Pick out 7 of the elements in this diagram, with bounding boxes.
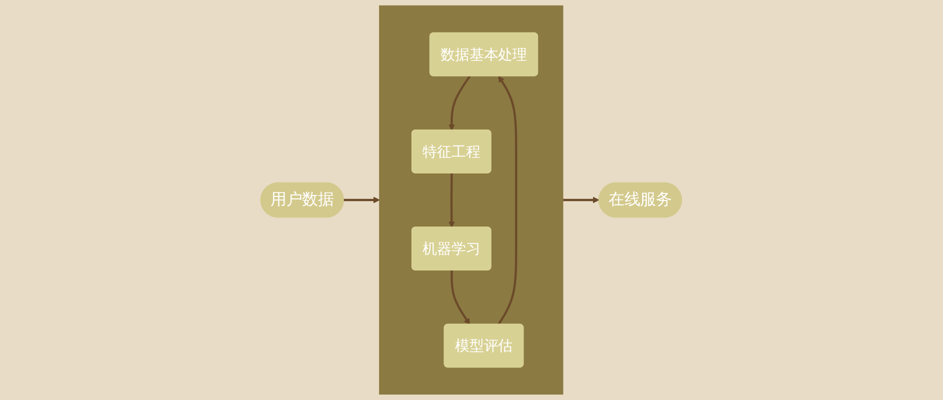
arrow: [563, 196, 600, 204]
arrow: [448, 173, 456, 228]
arrow: [448, 76, 471, 130]
arrow: [450, 270, 470, 325]
cluster: [379, 5, 564, 395]
arrow: [344, 196, 380, 204]
arrow: [498, 76, 518, 326]
